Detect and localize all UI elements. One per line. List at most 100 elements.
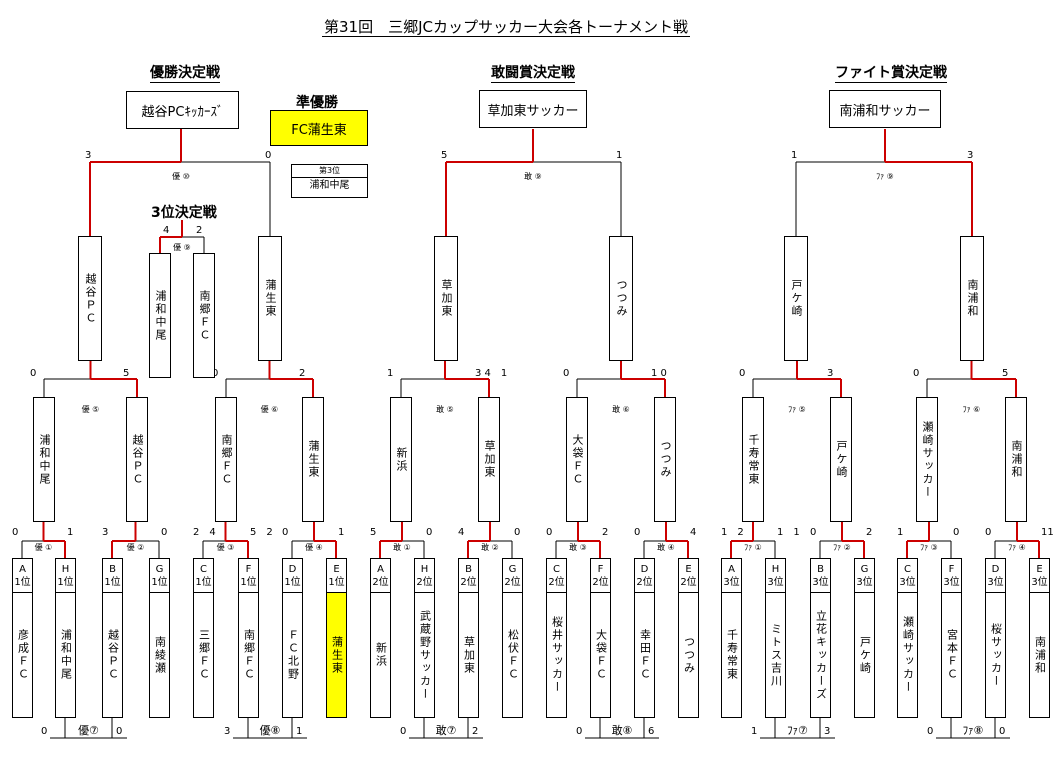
third-match-label: 優 ⑨ <box>173 243 191 252</box>
team-name-cell: 浦和中尾 <box>56 593 75 717</box>
final-match-label: ﾌｧ ⑨ <box>876 172 894 181</box>
team-name: 草加東 <box>483 440 496 479</box>
qf-left-score: 0 <box>12 527 19 538</box>
seed-rank: 1位 <box>104 576 121 588</box>
semi-left-score: 0 <box>212 368 219 379</box>
team-name: 大袋ＦＣ <box>571 433 584 486</box>
qf-right-score: 0 <box>161 527 168 538</box>
consolation-label: ﾌｧ⑦ <box>787 724 808 737</box>
qf-right-score: 4 <box>690 527 697 538</box>
qf-left-score: 0 <box>985 527 992 538</box>
team-name: 南浦和 <box>1010 440 1023 479</box>
qf-right-score: 2 <box>866 527 873 538</box>
consolation-left-score: 0 <box>576 726 583 737</box>
final-left-score: 5 <box>441 150 448 161</box>
semi-right-score: 5 <box>123 368 130 379</box>
qf-match-label: ﾌｧ ③ <box>920 543 938 552</box>
third-place-box: 第3位 浦和中尾 <box>291 164 368 198</box>
seed-letter: E <box>1036 563 1043 575</box>
team-name-cell: 立花キッカーズ <box>811 593 830 717</box>
team-name: 草加東 <box>462 635 476 675</box>
semi-match-label: 優 ⑥ <box>260 405 279 414</box>
team-name: 南郷ＦＣ <box>220 433 233 486</box>
consolation-right-score: 6 <box>648 726 655 737</box>
qf-match-label: 優 ① <box>34 543 53 552</box>
qf-right-score: 1 <box>67 527 74 538</box>
third-match-team-box: 南郷ＦＣ <box>193 253 215 378</box>
final-right-score: 1 <box>616 150 623 161</box>
seed-rank: 2位 <box>504 576 521 588</box>
team-name: 武蔵野サッカー <box>418 609 432 701</box>
qf-match-label: 敢 ④ <box>657 543 675 552</box>
semi-team-box: 浦和中尾 <box>33 397 55 522</box>
team-name: 瀬崎サッカー <box>921 420 934 499</box>
seed-letter: F <box>948 563 955 575</box>
final-team-box: つつみ <box>609 236 633 361</box>
team-name-cell: つつみ <box>679 593 698 717</box>
qf-match-label: 敢 ② <box>481 543 499 552</box>
consolation-left-score: 0 <box>927 726 934 737</box>
seed-rank: 2位 <box>548 576 565 588</box>
seed-rank: 3位 <box>943 576 960 588</box>
semi-team-box: 千寿常東 <box>742 397 764 522</box>
team-name: 新浜 <box>374 642 388 668</box>
team-name: 蒲生東 <box>264 279 277 318</box>
qf-right-score: 0 <box>514 527 521 538</box>
final-left-score: 1 <box>791 150 798 161</box>
semi-team-box: 瀬崎サッカー <box>916 397 938 522</box>
seed-rank: 2位 <box>636 576 653 588</box>
semi-match-label: 敢 ⑥ <box>612 405 630 414</box>
seed-rank: 1位 <box>57 576 74 588</box>
championship-winner-box: 越谷PCｷｯｶｰｽﾞ <box>126 91 239 129</box>
final-team-box: 蒲生東 <box>258 236 282 361</box>
final-match-label: 優 ⑩ <box>172 172 190 181</box>
team-name: 南綾瀬 <box>153 635 167 675</box>
qf-left-score: 1 <box>897 527 904 538</box>
seed-rank: 1位 <box>328 576 345 588</box>
consolation-label: 敢⑧ <box>611 724 633 737</box>
team-name: ミトス吉川 <box>769 622 783 688</box>
team-name: 南浦和 <box>1033 635 1047 675</box>
fighting-heading: 敢闘賞決定戦 <box>491 65 575 83</box>
consolation-label: 優⑧ <box>259 724 281 737</box>
team-name: 戸ケ崎 <box>835 440 848 479</box>
semi-right-score: 1 0 <box>651 368 667 379</box>
team-name-cell: 武蔵野サッカー <box>415 593 434 717</box>
consolation-left-score: 0 <box>400 726 407 737</box>
consolation-right-score: 3 <box>824 726 831 737</box>
team-name-cell: 南綾瀬 <box>150 593 169 717</box>
seed-letter: D <box>288 563 297 575</box>
semi-right-score: 3 4 1 <box>475 368 508 379</box>
qf-right-score: 1 <box>338 527 345 538</box>
seed-rank: 3位 <box>812 576 829 588</box>
semi-right-score: 2 <box>299 368 306 379</box>
semi-left-score: 1 <box>387 368 394 379</box>
seed-letter: C <box>904 563 911 575</box>
team-name: 浦和中尾 <box>38 433 51 486</box>
team-name: 桜サッカー <box>989 622 1003 688</box>
semi-team-box: 南郷ＦＣ <box>215 397 237 522</box>
fighting-winner-box: 草加東サッカー <box>479 90 587 128</box>
seed-letter: G <box>860 563 869 575</box>
qf-left-score: 3 <box>102 527 109 538</box>
team-name: 戸ケ崎 <box>790 279 803 318</box>
